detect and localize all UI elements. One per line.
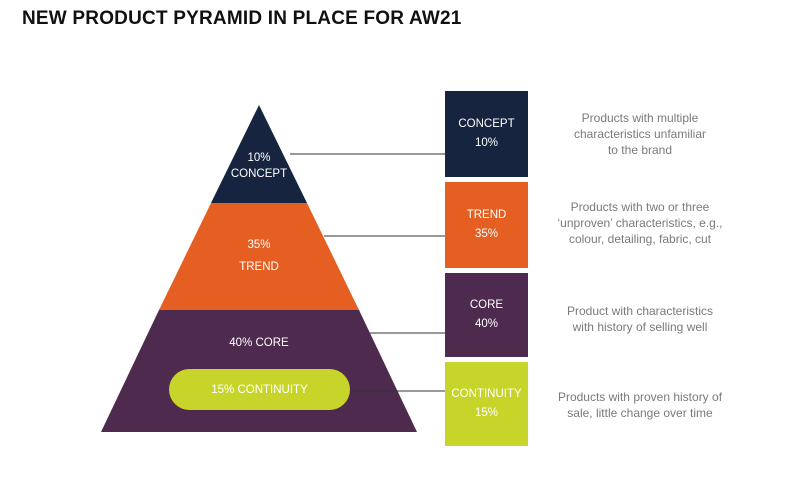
description-line: colour, detailing, fabric, cut: [568, 232, 712, 246]
pyramid-core-label: 40% CORE: [229, 337, 289, 349]
tier-box-name: CORE: [469, 299, 504, 311]
continuity-pill: 15% CONTINUITY: [169, 369, 350, 410]
description-line: Product with characteristics: [566, 304, 714, 318]
tier-box-pct: 10%: [474, 137, 499, 149]
tier-box-name: CONCEPT: [458, 118, 515, 130]
tier-box-continuity: CONTINUITY 15%: [445, 362, 528, 446]
description-line: to the brand: [607, 143, 673, 157]
trend-name: TREND: [239, 261, 279, 273]
description-line: sale, little change over time: [567, 406, 713, 420]
pyramid-concept-tier: [211, 105, 307, 203]
concept-name: CONCEPT: [230, 168, 288, 180]
description-line: ‘unproven’ characteristics, e.g.,: [557, 216, 723, 230]
tier-box-pct: 15%: [474, 407, 499, 419]
tier-box-core: CORE 40%: [445, 273, 528, 357]
tier-description-core: Product with characteristics with histor…: [545, 303, 735, 335]
tier-box-trend: TREND 35%: [445, 182, 528, 268]
description-line: Products with multiple: [581, 111, 699, 125]
tier-box-pct: 40%: [474, 318, 499, 330]
tier-description-continuity: Products with proven history of sale, li…: [545, 389, 735, 421]
description-line: Products with proven history of: [557, 390, 723, 404]
description-line: Products with two or three: [570, 200, 710, 214]
tier-box-name: CONTINUITY: [451, 388, 522, 400]
pyramid-concept-label: 10% CONCEPT: [219, 150, 299, 182]
description-line: with history of selling well: [572, 320, 708, 334]
tier-description-concept: Products with multiple characteristics u…: [545, 110, 735, 158]
page-title: NEW PRODUCT PYRAMID IN PLACE FOR AW21: [22, 8, 462, 29]
tier-box-pct: 35%: [474, 228, 499, 240]
pyramid-trend-label: 35% TREND: [219, 234, 299, 278]
description-line: characteristics unfamiliar: [573, 127, 707, 141]
trend-pct: 35%: [247, 239, 271, 251]
tier-description-trend: Products with two or three ‘unproven’ ch…: [545, 199, 735, 247]
pyramid-trend-tier: [159, 203, 359, 310]
concept-pct: 10%: [247, 152, 271, 164]
tier-box-concept: CONCEPT 10%: [445, 91, 528, 177]
tier-box-name: TREND: [466, 209, 507, 221]
